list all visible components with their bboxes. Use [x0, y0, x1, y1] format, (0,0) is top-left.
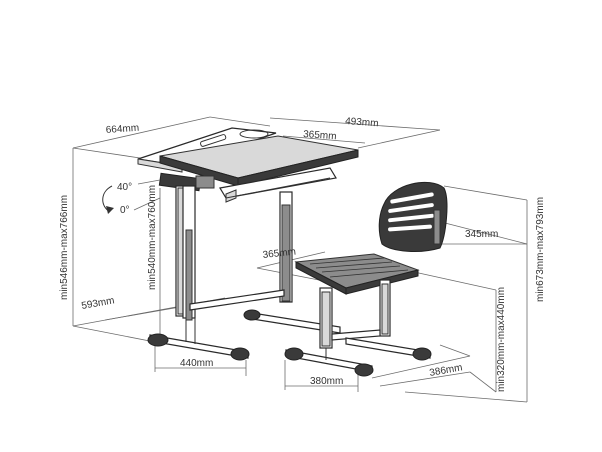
label-chair-seat-height: min320mm-max440mm [496, 287, 507, 392]
label-desk-height-inner: min540mm-max760mm [147, 185, 158, 290]
label-chair-seat-width: 365mm [262, 247, 296, 261]
chair [284, 181, 448, 377]
label-desk-base-depth: 593mm [81, 295, 116, 312]
label-chair-total-height: min673mm-max793mm [535, 197, 546, 302]
label-chair-base-depth: 386mm [429, 362, 464, 379]
label-desk-top-front: 365mm [303, 129, 337, 142]
label-chair-backrest-width: 345mm [465, 229, 498, 240]
label-desk-width: 664mm [105, 123, 139, 136]
label-chair-base-width: 380mm [310, 376, 343, 387]
label-desk-base-width: 440mm [180, 358, 213, 369]
desk-crossbar [189, 289, 285, 311]
label-desk-depth: 493mm [345, 116, 379, 129]
label-tilt-min: 0° [120, 205, 130, 216]
label-desk-height-total: min546mm-max766mm [59, 195, 70, 300]
dimension-lines [72, 116, 528, 403]
drawer [219, 167, 337, 199]
desk [137, 127, 359, 361]
label-tilt-max: 40° [117, 182, 132, 193]
tilt-indicator [102, 179, 161, 214]
